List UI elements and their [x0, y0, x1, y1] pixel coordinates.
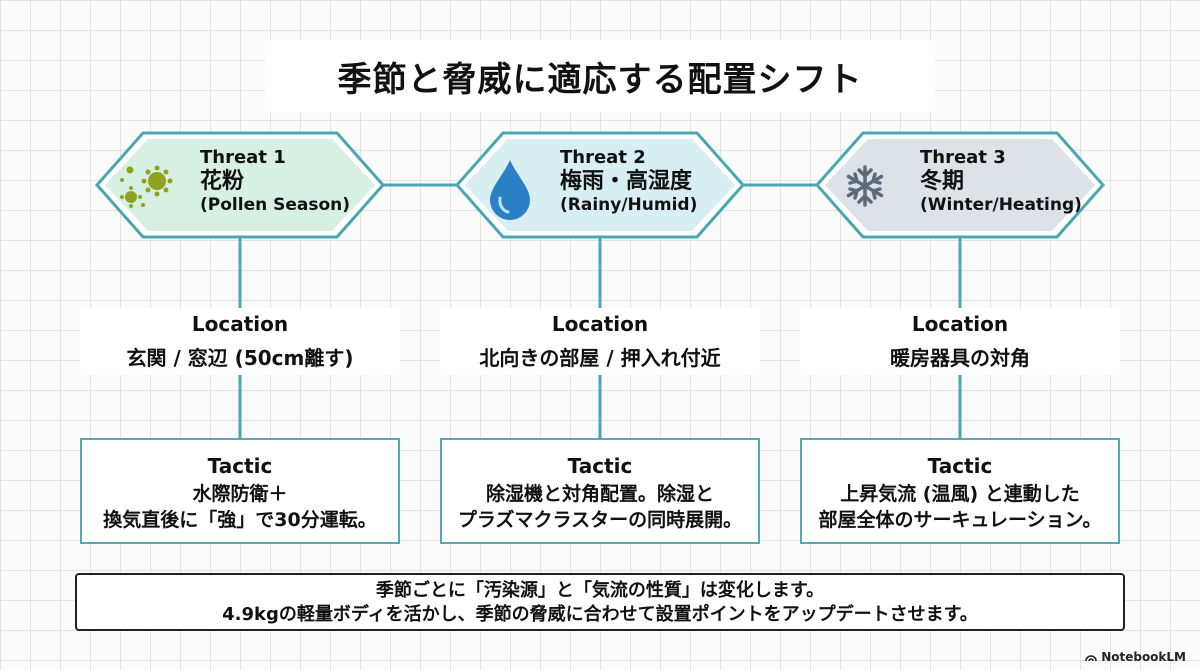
tactic-2-heading: Tactic: [567, 454, 633, 478]
threat-hexagon-1: [94, 131, 386, 239]
summary-box: 季節ごとに「汚染源」と「気流の性質」は変化します。 4.9kgの軽量ボディを活か…: [75, 573, 1125, 631]
summary-line-1: 季節ごとに「汚染源」と「気流の性質」は変化します。: [375, 580, 825, 601]
tactic-2-line-1: 除湿機と対角配置。除湿と: [485, 483, 714, 505]
threat-1-english: (Pollen Season): [200, 194, 351, 215]
page-title: 季節と脅威に適応する配置シフト: [337, 59, 863, 100]
location-2-heading: Location: [551, 312, 649, 336]
location-2: Location 北向きの部屋 / 押入れ付近: [440, 308, 760, 375]
threat-hexagon-3: [814, 131, 1106, 239]
threat-2-name: 梅雨・高湿度: [560, 168, 693, 194]
tactic-box-1: Tactic 水際防衛＋ 換気直後に「強」で30分運転。: [80, 438, 400, 544]
tactic-1-line-1: 水際防衛＋: [192, 483, 288, 505]
threat-3-english: (Winter/Heating): [920, 194, 1082, 215]
tactic-3-line-2: 部屋全体のサーキュレーション。: [818, 508, 1102, 531]
location-1-heading: Location: [191, 312, 289, 336]
tactic-box-2: Tactic 除湿機と対角配置。除湿と プラズマクラスターの同時展開。: [440, 438, 760, 544]
tactic-2-line-2: プラズマクラスターの同時展開。: [457, 508, 743, 531]
threat-2-text: Threat 2 梅雨・高湿度 (Rainy/Humid): [560, 147, 697, 215]
threat-3-name: 冬期: [920, 168, 965, 194]
brand-watermark: NotebookLM: [1085, 650, 1186, 664]
location-3: Location 暖房器具の対角: [800, 308, 1120, 375]
water-drop-icon: [490, 160, 530, 220]
threat-3-label: Threat 3: [920, 147, 1006, 168]
threat-2-label: Threat 2: [560, 147, 646, 168]
location-3-value: 暖房器具の対角: [890, 346, 1030, 370]
threat-1-label: Threat 1: [200, 147, 286, 168]
brand-name: NotebookLM: [1101, 650, 1186, 664]
tactic-box-3: Tactic 上昇気流 (温風) と連動した 部屋全体のサーキュレーション。: [800, 438, 1120, 544]
threat-3-text: Threat 3 冬期 (Winter/Heating): [920, 147, 1082, 215]
location-1: Location 玄関 / 窓辺 (50cm離す): [80, 308, 400, 375]
location-1-value: 玄関 / 窓辺 (50cm離す): [126, 346, 354, 370]
pollen-icon: [120, 165, 173, 208]
threat-2-english: (Rainy/Humid): [560, 194, 698, 215]
threat-1-name: 花粉: [200, 168, 245, 194]
threat-1-text: Threat 1 花粉 (Pollen Season): [200, 147, 350, 215]
threat-hexagon-2: [454, 131, 746, 239]
snowflake-icon: [846, 165, 884, 207]
tactic-1-line-2: 換気直後に「強」で30分運転。: [103, 508, 377, 531]
tactic-3-line-1: 上昇気流 (温風) と連動した: [840, 483, 1080, 505]
location-3-heading: Location: [911, 312, 1009, 336]
notebooklm-logo-icon: [1085, 655, 1097, 662]
summary-line-2: 4.9kgの軽量ボディを活かし、季節の脅威に合わせて設置ポイントをアップデートさ…: [222, 604, 978, 626]
title-banner: 季節と脅威に適応する配置シフト: [265, 40, 935, 112]
tactic-3-heading: Tactic: [927, 454, 993, 478]
tactic-1-heading: Tactic: [207, 454, 273, 478]
location-2-value: 北向きの部屋 / 押入れ付近: [479, 346, 721, 370]
